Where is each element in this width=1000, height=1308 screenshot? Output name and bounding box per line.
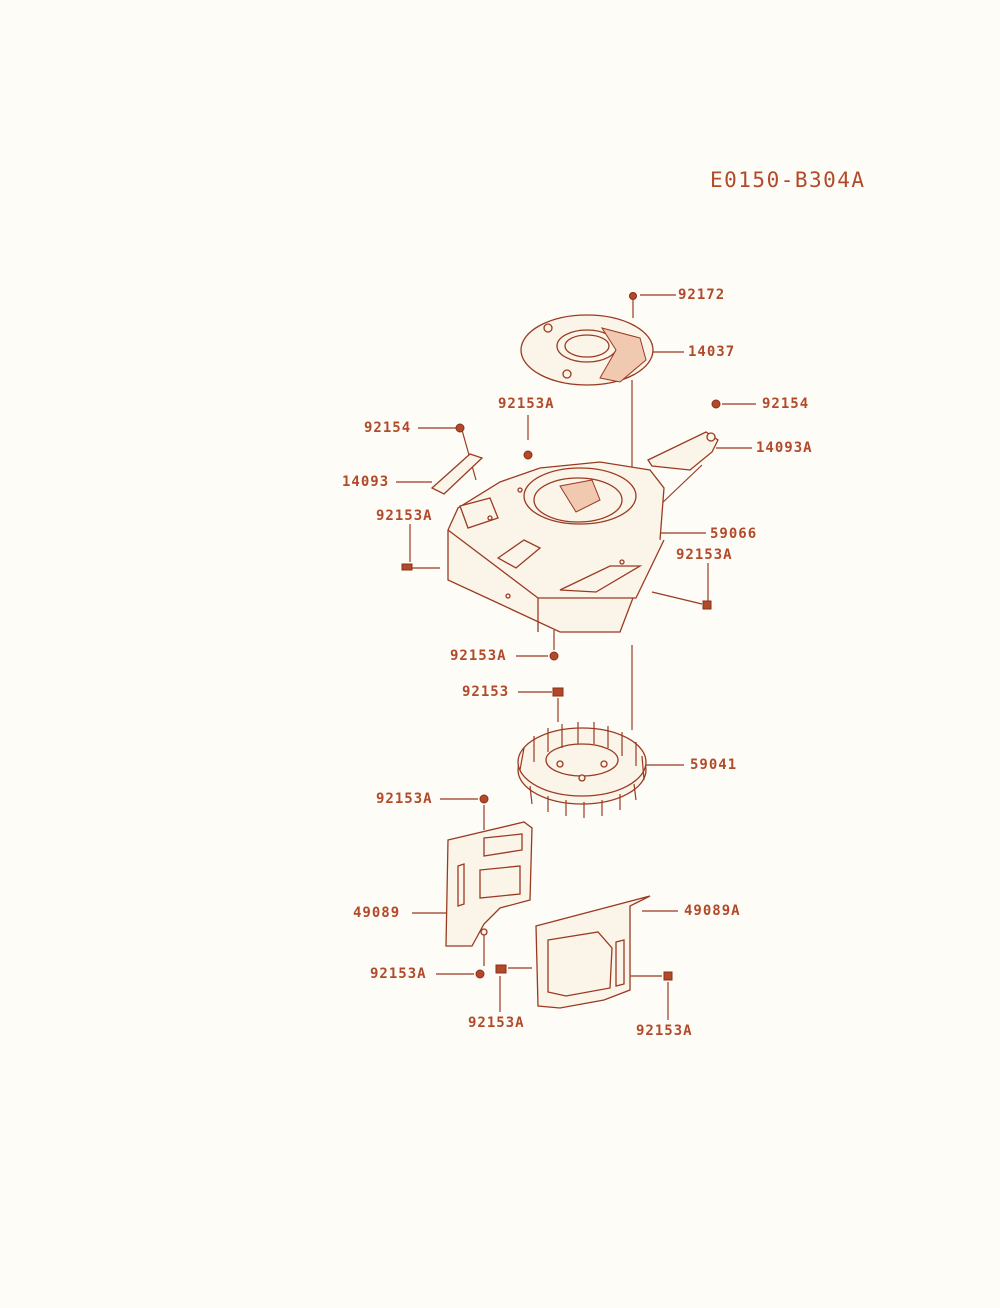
part-label-92153A-plate: 92153A — [376, 791, 433, 807]
part-label-92153: 92153 — [462, 684, 510, 700]
part-label-14037: 14037 — [688, 344, 736, 360]
cover-plate-14093 — [430, 453, 484, 495]
part-label-59041: 59041 — [690, 757, 738, 773]
cover-plate-14093A — [647, 431, 719, 471]
diagram-code: E0150-B304A — [710, 168, 866, 192]
part-label-92172: 92172 — [678, 287, 726, 303]
part-label-92153A-left: 92153A — [376, 508, 433, 524]
part-label-59066: 59066 — [710, 526, 758, 542]
flywheel-fan-59041 — [517, 722, 647, 818]
fan-housing-59066 — [447, 461, 665, 633]
part-label-49089A: 49089A — [684, 903, 741, 919]
part-label-92153A-top: 92153A — [498, 396, 555, 412]
part-label-92153A-cover-left: 92153A — [468, 1015, 525, 1031]
screw-markers — [401, 292, 721, 981]
side-plate-49089 — [445, 821, 533, 947]
part-label-14093A: 14093A — [756, 440, 813, 456]
part-label-92153A-plate-low: 92153A — [370, 966, 427, 982]
part-label-92154-left: 92154 — [364, 420, 412, 436]
part-label-49089: 49089 — [353, 905, 401, 921]
part-label-92154-right: 92154 — [762, 396, 810, 412]
part-label-92153A-right: 92153A — [676, 547, 733, 563]
bottom-cover-49089A — [535, 895, 651, 1009]
screen-disc-14037 — [520, 314, 654, 386]
part-label-14093: 14093 — [342, 474, 390, 490]
part-label-92153A-cover-right: 92153A — [636, 1023, 693, 1039]
part-label-92153A-bottom: 92153A — [450, 648, 507, 664]
